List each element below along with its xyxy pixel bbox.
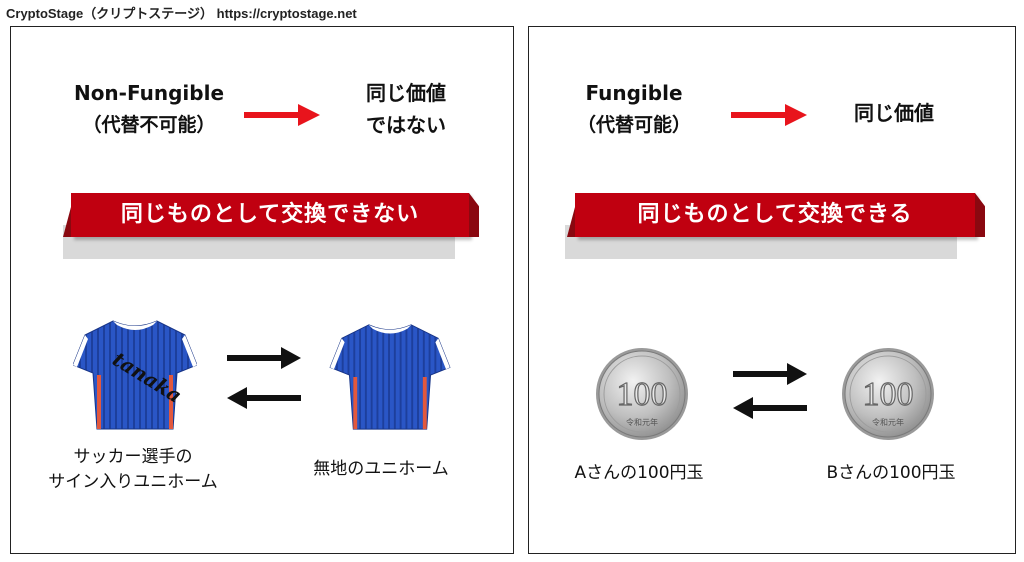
plain-soccer-jersey-icon (329, 324, 451, 430)
result-label: 同じ価値 (854, 101, 934, 125)
exchange-arrows-icon (733, 363, 807, 419)
100-yen-coin-icon: 100 令和元年 (596, 348, 688, 440)
right-arrow-icon (731, 104, 807, 126)
fungible-panel: Fungible （代替可能） 同じ価値 同じものとして交換できる 100 令和… (528, 26, 1016, 554)
coin-value: 100 (617, 376, 668, 413)
right-arrow-icon (244, 104, 320, 126)
result-label: 同じ価値 ではない (341, 77, 471, 141)
coin-era: 令和元年 (872, 417, 904, 427)
result-line2: ではない (366, 113, 446, 137)
non-fungible-term: Non-Fungible （代替不可能） (39, 77, 259, 141)
100-yen-coin-icon: 100 令和元年 (842, 348, 934, 440)
coin-value: 100 (863, 376, 914, 413)
coin-era: 令和元年 (626, 417, 658, 427)
caption-line2: サイン入りユニホーム (48, 472, 218, 492)
plain-jersey-caption: 無地のユニホーム (313, 459, 449, 479)
header-text: CryptoStage（クリプトステージ） https://cryptostag… (6, 6, 357, 21)
term-label: Fungible (585, 81, 683, 105)
signed-soccer-jersey-icon: tanaka (73, 320, 197, 430)
coin-a-caption: Aさんの100円玉 (574, 463, 704, 483)
result-line1: 同じ価値 (366, 81, 446, 105)
signed-jersey-caption: サッカー選手の サイン入りユニホーム (17, 445, 249, 495)
not-exchangeable-banner: 同じものとして交換できない (63, 193, 469, 237)
banner-text: 同じものとして交換できる (637, 202, 913, 227)
caption-line1: サッカー選手の (73, 447, 193, 467)
non-fungible-panel: Non-Fungible （代替不可能） 同じ価値 ではない 同じものとして交換… (10, 26, 514, 554)
fungible-term: Fungible （代替可能） (549, 77, 719, 141)
coin-b-caption: Bさんの100円玉 (826, 463, 956, 483)
term-sub-label: （代替不可能） (82, 114, 216, 136)
banner-text: 同じものとして交換できない (120, 202, 420, 227)
exchange-arrows-icon (227, 347, 301, 409)
exchangeable-banner: 同じものとして交換できる (567, 193, 975, 237)
term-label: Non-Fungible (73, 81, 225, 105)
term-sub-label: （代替可能） (576, 114, 691, 136)
